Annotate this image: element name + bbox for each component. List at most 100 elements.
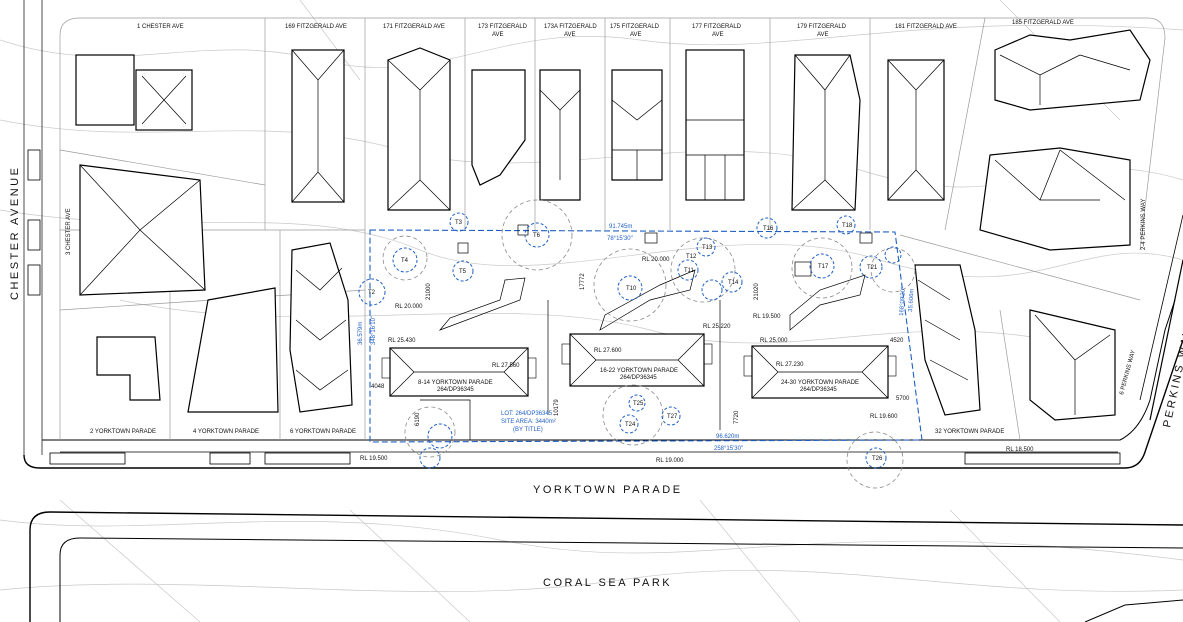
lot-label: 4 YORKTOWN PARADE xyxy=(193,429,259,435)
tree-label: T18 xyxy=(842,223,853,229)
tree-label: T14 xyxy=(728,280,739,286)
site-left-length: 36.579m xyxy=(358,322,364,345)
tree-label: T5 xyxy=(459,269,467,275)
building-rl: RL 27.600 xyxy=(594,348,622,354)
spot-level: RL 19.000 xyxy=(656,458,684,464)
dimension: 17772 xyxy=(580,273,586,290)
site-boundary xyxy=(369,229,923,443)
tree-markers xyxy=(358,212,902,469)
yorktown-parade-road xyxy=(23,299,1183,469)
lot-label: 2 YORKTOWN PARADE xyxy=(90,429,156,435)
subject-building-1 xyxy=(381,347,537,397)
building-name: 24-30 YORKTOWN PARADE xyxy=(781,380,859,386)
lot-label: 32 YORKTOWN PARADE xyxy=(935,429,1004,435)
tree-label: T3 xyxy=(455,220,463,226)
lot-label: 169 FITZGERALD AVE xyxy=(285,24,347,30)
site-top-bearing: 78°15'30" xyxy=(607,236,633,242)
bottom-lot-labels: 2 YORKTOWN PARADE 4 YORKTOWN PARADE 6 YO… xyxy=(90,429,1004,435)
tree-label: T25 xyxy=(633,401,644,407)
site-right-length: 35.606m xyxy=(908,288,916,312)
lot-label-6-perkins: 6 PERKINS WAY xyxy=(1119,350,1137,396)
top-lot-labels: 1 CHESTER AVE 169 FITZGERALD AVE 171 FIT… xyxy=(137,20,1074,38)
dimension-labels: 21000 17772 21020 4048 4520 5700 10179 7… xyxy=(371,273,910,426)
tree-label: T21 xyxy=(867,265,878,271)
tree-label: T6 xyxy=(533,233,541,239)
building-rl2: RL 27.560 xyxy=(492,363,520,369)
building-ref: 264/DP36345 xyxy=(800,387,837,393)
site-info: LOT: 264/DP36345 SITE AREA: 3440m² (BY T… xyxy=(358,224,916,452)
dimension: 21000 xyxy=(426,283,432,300)
lot-label: AVE xyxy=(712,32,724,38)
tree-label: T26 xyxy=(872,456,883,462)
building-name: 16-22 YORKTOWN PARADE xyxy=(600,368,678,374)
site-bot-bearing: 258°15'30" xyxy=(714,446,743,452)
site-right-bearing: 168°09'20" xyxy=(899,287,907,316)
chester-avenue-label: CHESTER AVENUE xyxy=(9,166,21,300)
building-rl: RL 25.430 xyxy=(388,338,416,344)
dimension: 5700 xyxy=(896,396,910,402)
site-left-bearing: 348°16'10" xyxy=(371,316,377,345)
spot-level: RL 19.500 xyxy=(360,456,388,462)
lot-label: 171 FITZGERALD AVE xyxy=(383,24,445,30)
lot-label: 1 CHESTER AVE xyxy=(137,24,184,30)
tree-label: T13 xyxy=(702,245,713,251)
coral-sea-park-road xyxy=(29,511,1183,622)
site-area: SITE AREA: 3440m² xyxy=(501,419,556,425)
tree-label: T10 xyxy=(626,286,637,292)
spot-level: RL 20.000 xyxy=(642,257,670,263)
tree-label: T2 xyxy=(368,290,376,296)
lot-label: AVE xyxy=(630,32,642,38)
lot-label: 173A FITZGERALD xyxy=(544,24,597,30)
spot-levels: RL 20.000 RL 20.000 RL 19.500 RL 19.600 … xyxy=(360,257,1034,464)
lot-label: 179 FITZGERALD xyxy=(797,24,847,30)
spot-level: RL 20.000 xyxy=(395,304,423,310)
tree-label: T17 xyxy=(818,264,829,270)
lot-label: AVE xyxy=(564,32,576,38)
building-labels: 8-14 YORKTOWN PARADE 264/DP36345 RL 25.4… xyxy=(388,324,859,393)
lot-label: AVE xyxy=(817,32,829,38)
perkins-way-road xyxy=(1139,214,1183,421)
building-rl: RL 27.230 xyxy=(776,362,804,368)
perkins-way-label: PERKINS WAY xyxy=(1161,326,1183,429)
site-paths xyxy=(420,224,873,440)
building-ref: 264/DP36345 xyxy=(620,375,657,381)
lot-label: 177 FITZGERALD xyxy=(692,24,742,30)
subject-building-2 xyxy=(561,333,713,387)
tree-canopies xyxy=(382,199,916,489)
tree-label: T27 xyxy=(667,414,678,420)
lot-label: 181 FITZGERALD AVE xyxy=(895,24,957,30)
lot-label: 6 YORKTOWN PARADE xyxy=(290,429,356,435)
site-top-length: 91.745m xyxy=(609,224,632,230)
dimension: 21020 xyxy=(754,283,760,300)
coral-sea-park-label: CORAL SEA PARK xyxy=(543,577,672,589)
lot-label: 185 FITZGERALD AVE xyxy=(1012,20,1074,26)
lot-label-3-chester: 3 CHESTER AVE xyxy=(66,208,72,255)
dimension: 7720 xyxy=(734,410,740,424)
dimension: 4048 xyxy=(371,384,385,390)
building-rl2: RL 25.220 xyxy=(703,324,731,330)
tree-label: T4 xyxy=(401,258,409,264)
yorktown-parade-label: YORKTOWN PARADE xyxy=(533,484,683,496)
site-title: (BY TITLE) xyxy=(513,427,543,433)
dimension: 6190 xyxy=(415,412,421,426)
site-lot: LOT: 264/DP36345 xyxy=(501,411,553,417)
building-ref: 264/DP36345 xyxy=(437,387,474,393)
lot-label: 173 FITZGERALD xyxy=(478,24,528,30)
spot-level: RL 19.600 xyxy=(870,414,898,420)
tree-label: T24 xyxy=(625,422,636,428)
building-rl2: RL 25.000 xyxy=(760,338,788,344)
lot-label-2-4-perkins: 2-4 PERKINS WAY xyxy=(1141,199,1147,250)
tree-labels: T2 T3 T4 T5 T6 T10 T11 T12 T13 T14 T16 T… xyxy=(368,220,883,462)
dimension: 4520 xyxy=(890,338,904,344)
neighbour-buildings xyxy=(75,29,1151,421)
lot-label: AVE xyxy=(492,32,504,38)
lot-label: 175 FITZGERALD xyxy=(610,24,660,30)
dimension: 10179 xyxy=(554,399,560,416)
building-name: 8-14 YORKTOWN PARADE xyxy=(418,380,493,386)
spot-level: RL 18.500 xyxy=(1006,447,1034,453)
tree-label: T12 xyxy=(686,254,697,260)
spot-level: RL 19.500 xyxy=(753,314,781,320)
tree-label: T11 xyxy=(684,268,695,274)
